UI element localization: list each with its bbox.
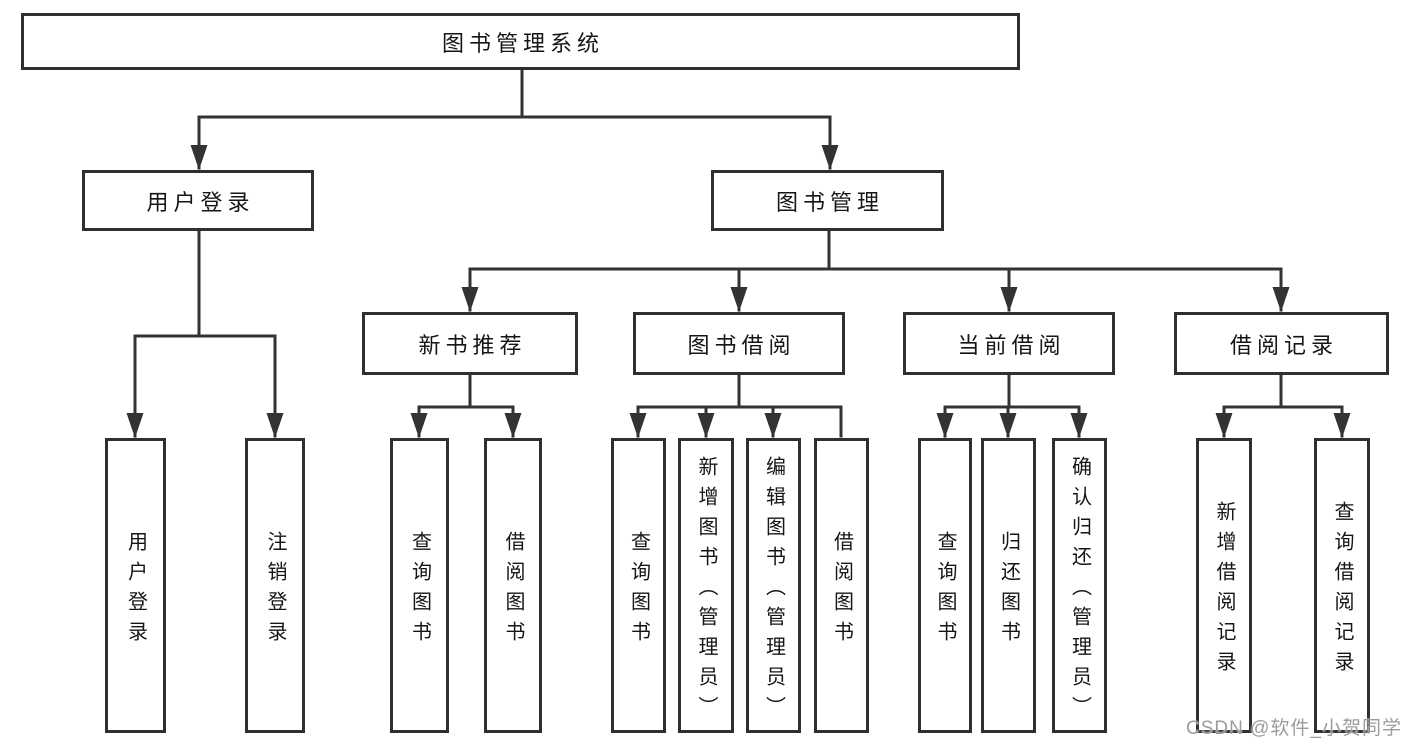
connector-current-borrow-fan: [943, 371, 1081, 438]
node-book-borrow: 图书借阅: [633, 312, 845, 375]
leaf-newbook-borrow: 借阅图书: [484, 438, 542, 733]
leaf-logout-label: 注销登录: [264, 530, 286, 651]
node-borrow-record-label: 借阅记录: [1229, 332, 1338, 358]
arrow-down-icon: [1272, 287, 1290, 312]
connector-book-mgmt-children: [468, 227, 1283, 312]
arrow-down-icon: [126, 413, 144, 438]
leaf-bookborrow-add: 新增图书（管理员）: [678, 438, 734, 733]
node-root-label: 图书管理系统: [441, 30, 604, 56]
leaf-user-login-label: 用户登录: [124, 530, 147, 651]
arrow-down-icon: [697, 413, 715, 438]
leaf-newbook-query-label: 查询图书: [408, 530, 431, 651]
connector-new-book-fan: [417, 371, 515, 438]
leaf-record-add: 新增借阅记录: [1196, 438, 1252, 733]
node-new-book-recommend-label: 新书推荐: [418, 332, 527, 358]
node-current-borrow: 当前借阅: [903, 312, 1115, 375]
leaf-newbook-query: 查询图书: [390, 438, 449, 733]
leaf-current-confirm: 确认归还（管理员）: [1052, 438, 1107, 733]
leaf-record-add-label: 新增借阅记录: [1213, 500, 1235, 681]
leaf-current-query-label: 查询图书: [934, 530, 956, 651]
leaf-bookborrow-edit: 编辑图书（管理员）: [746, 438, 801, 733]
node-new-book-recommend: 新书推荐: [362, 312, 578, 375]
arrow-down-icon: [1000, 287, 1018, 312]
leaf-bookborrow-borrow-label: 借阅图书: [830, 530, 853, 651]
node-book-management: 图书管理: [711, 170, 944, 231]
leaf-newbook-borrow-label: 借阅图书: [502, 530, 524, 651]
leaf-bookborrow-borrow: 借阅图书: [814, 438, 869, 733]
leaf-record-query: 查询借阅记录: [1314, 438, 1370, 733]
leaf-bookborrow-edit-label: 编辑图书（管理员）: [762, 455, 785, 726]
arrow-down-icon: [266, 413, 284, 438]
arrow-down-icon: [1333, 413, 1351, 438]
leaf-bookborrow-add-label: 新增图书（管理员）: [695, 455, 717, 726]
arrow-down-icon: [504, 413, 522, 438]
connector-record-fan: [1222, 371, 1344, 438]
leaf-bookborrow-query-label: 查询图书: [627, 530, 650, 651]
arrow-down-icon: [190, 145, 208, 170]
connector-book-borrow-fan: [636, 371, 843, 438]
arrow-down-icon: [730, 287, 748, 312]
arrow-down-icon: [764, 413, 782, 438]
connector-user-login-children: [133, 227, 277, 438]
arrow-down-icon: [1215, 413, 1233, 438]
leaf-current-query: 查询图书: [918, 438, 972, 733]
node-book-borrow-label: 图书借阅: [687, 332, 796, 358]
connector-root-to-level2: [197, 66, 832, 170]
leaf-bookborrow-query: 查询图书: [611, 438, 666, 733]
node-root: 图书管理系统: [21, 13, 1020, 70]
node-user-login-label: 用户登录: [146, 189, 255, 215]
arrow-down-icon: [821, 145, 839, 170]
arrow-down-icon: [629, 413, 647, 438]
arrow-down-icon: [461, 287, 479, 312]
node-book-management-label: 图书管理: [775, 189, 884, 215]
csdn-watermark: CSDN @软件_小贺同学: [1186, 718, 1402, 739]
leaf-record-query-label: 查询借阅记录: [1331, 500, 1353, 681]
arrow-down-icon: [1070, 413, 1088, 438]
leaf-current-confirm-label: 确认归还（管理员）: [1068, 455, 1091, 726]
node-user-login: 用户登录: [82, 170, 314, 231]
arrow-down-icon: [410, 413, 428, 438]
leaf-current-return-label: 归还图书: [997, 530, 1020, 651]
leaf-user-login: 用户登录: [105, 438, 166, 733]
node-borrow-record: 借阅记录: [1174, 312, 1389, 375]
arrow-down-icon: [936, 413, 954, 438]
arrow-down-icon: [999, 413, 1017, 438]
node-current-borrow-label: 当前借阅: [957, 332, 1066, 358]
leaf-logout: 注销登录: [245, 438, 305, 733]
leaf-current-return: 归还图书: [981, 438, 1036, 733]
